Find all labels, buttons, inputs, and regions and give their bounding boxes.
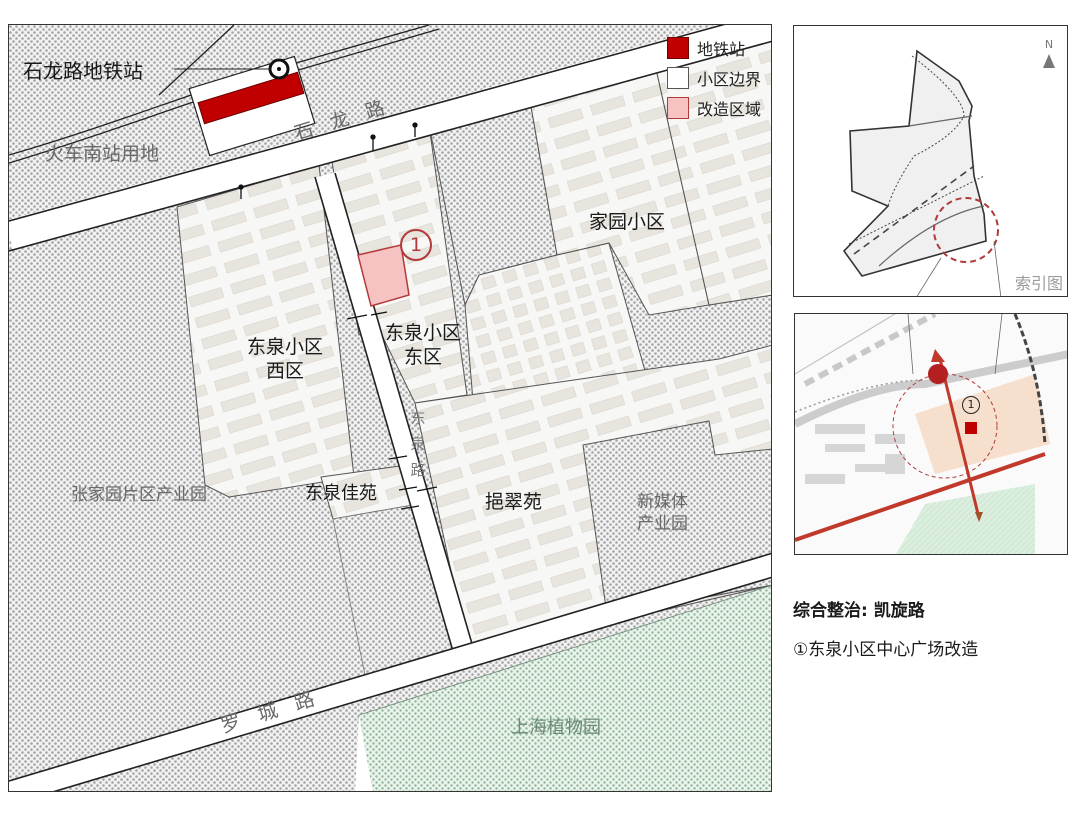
yecuiyuan-label: 挹翠苑 bbox=[485, 491, 543, 513]
legend-item-boundary: 小区边界 bbox=[666, 63, 761, 93]
dongquan-jiayuan-label: 东泉佳苑 bbox=[305, 483, 377, 504]
botanical-garden-label: 上海植物园 bbox=[511, 717, 601, 738]
dongquan-road-label: 东 泉 路 bbox=[410, 409, 426, 479]
north-arrow-icon bbox=[1043, 54, 1055, 68]
zhangjiayuan-label: 张家园片区产业园 bbox=[71, 485, 207, 505]
renovation-marker[interactable]: 1 bbox=[400, 229, 432, 261]
dongquan-west-label: 东泉小区 西区 bbox=[247, 336, 324, 382]
legend-item-metro: 地铁站 bbox=[666, 33, 761, 63]
caption-title: 综合整治: 凯旋路 bbox=[793, 601, 925, 621]
detail-map-canvas bbox=[795, 314, 1067, 554]
metro-swatch bbox=[666, 37, 689, 59]
main-map-canvas bbox=[9, 25, 771, 791]
caption: 综合整治: 凯旋路 ①东泉小区中心广场改造 bbox=[793, 596, 978, 660]
boundary-swatch bbox=[666, 67, 689, 89]
railway-land-label: 火车南站用地 bbox=[45, 143, 160, 165]
dongquan-east-label: 东泉小区 东区 bbox=[385, 322, 462, 368]
north-indicator: N bbox=[1043, 38, 1055, 68]
map-legend: 地铁站 小区边界 改造区域 bbox=[666, 33, 761, 123]
jiayuan-label: 家园小区 bbox=[589, 211, 666, 233]
renovation-swatch bbox=[666, 97, 689, 119]
metro-station-label: 石龙路地铁站 bbox=[23, 59, 143, 83]
main-map[interactable]: 石龙路地铁站 火车南站用地 石 龙 路 罗 城 路 东 泉 路 东泉小区 西区 … bbox=[8, 24, 772, 792]
detail-marker[interactable]: 1 bbox=[962, 396, 980, 414]
new-media-park-label: 新媒体 产业园 bbox=[637, 492, 688, 534]
index-map-canvas bbox=[842, 49, 1002, 296]
caption-item: ①东泉小区中心广场改造 bbox=[793, 640, 979, 660]
detail-map[interactable]: 1 bbox=[794, 313, 1068, 555]
index-map[interactable]: N 索引图 bbox=[793, 25, 1068, 297]
index-map-label: 索引图 bbox=[1014, 274, 1063, 293]
legend-item-renovation: 改造区域 bbox=[666, 93, 761, 123]
